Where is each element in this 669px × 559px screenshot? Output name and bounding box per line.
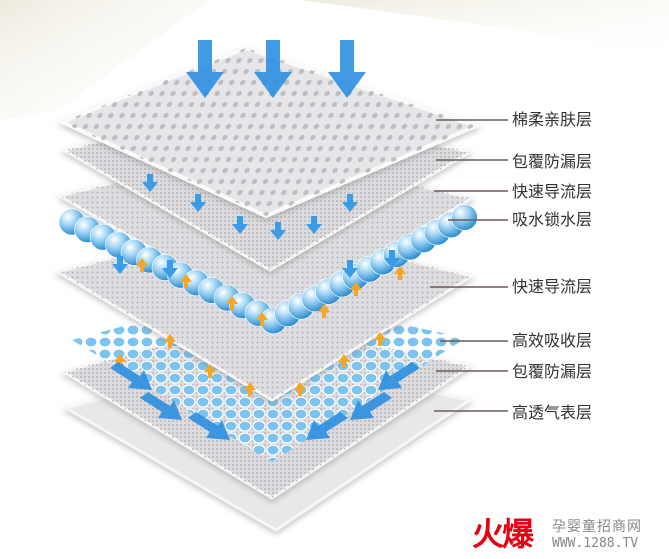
spread-arrow-icon [350,392,392,420]
up-arrow-icon [136,258,148,272]
label-wrap-leak-guard-lower: 包覆防漏层 [512,362,593,381]
absorbent-bead [451,204,478,231]
layer-water-lock-beads [58,204,478,335]
down-arrow-icon [270,222,286,240]
label-soft-skin-layer: 棉柔亲肤层 [512,110,593,129]
down-arrow-icon [254,40,292,98]
watermark-site-name: 孕婴童招商网 [552,519,642,535]
spread-arrow-icon [306,412,348,440]
down-arrow-icon [112,256,128,274]
down-arrow-icon [384,250,400,268]
up-arrow-icon [114,354,126,368]
up-arrow-icon [204,364,216,378]
up-arrow-icon [244,382,256,396]
down-arrow-icon [306,216,322,234]
label-breathable-surface: 高透气表层 [512,403,593,422]
lock-in-arrows [114,258,406,396]
watermark-url: WWW.1288.TV [552,536,639,551]
up-arrow-icon [180,274,192,288]
down-arrow-icon [186,40,224,98]
diversion-arrows [112,174,400,278]
down-arrow-icon [190,194,206,212]
up-arrow-icon [394,266,406,280]
inflow-arrows [186,40,366,98]
label-wrap-leak-guard-upper: 包覆防漏层 [512,152,593,171]
up-arrow-icon [294,382,306,396]
down-arrow-icon [142,174,158,192]
background-texture [0,0,669,120]
spread-arrow-icon [140,392,182,420]
up-arrow-icon [318,304,330,318]
watermark-brand: 火爆 [472,515,534,553]
label-fast-diversion-lower: 快速导流层 [512,277,593,296]
spread-arrows [110,362,420,440]
spread-arrow-icon [378,362,420,390]
up-arrow-icon [350,282,362,296]
down-arrow-icon [342,194,358,212]
down-arrow-icon [342,260,358,278]
spread-arrow-icon [110,362,152,390]
up-arrow-icon [164,334,176,348]
watermark-logo: 火爆 孕婴童招商网 WWW.1288.TV [472,514,667,558]
label-water-lock-layer: 吸水锁水层 [512,210,593,229]
leader-lines [430,119,508,412]
up-arrow-icon [338,354,350,368]
down-arrow-icon [328,40,366,98]
up-arrow-icon [226,296,238,310]
label-fast-diversion-upper: 快速导流层 [512,182,593,201]
label-high-absorption-layer: 高效吸收层 [512,331,593,350]
up-arrow-icon [256,312,268,326]
down-arrow-icon [232,216,248,234]
spread-arrow-icon [188,412,230,440]
down-arrow-icon [162,260,178,278]
up-arrow-icon [374,332,386,346]
